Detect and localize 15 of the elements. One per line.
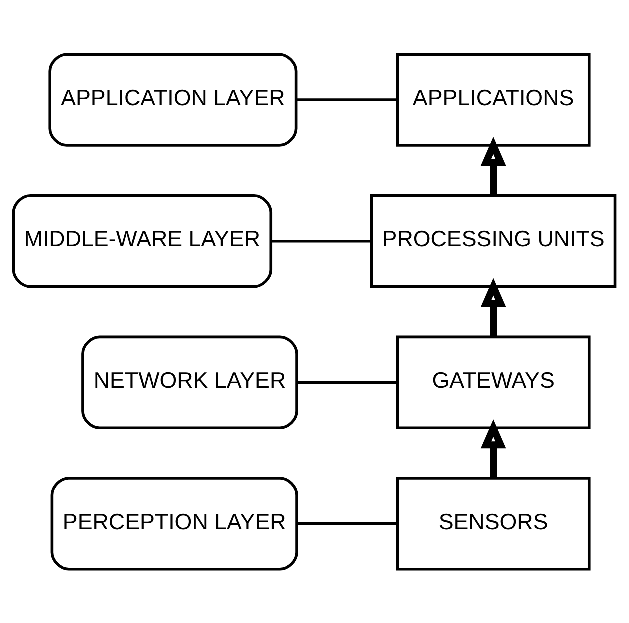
node-box: APPLICATION LAYER [48,52,298,146]
connector [271,239,372,242]
node-box: MIDDLE-WARE LAYER [12,194,273,288]
node-box: PROCESSING UNITS [370,194,617,288]
arrow [480,278,506,337]
arrow [480,419,506,478]
connector [296,98,398,101]
node-box: PERCEPTION LAYER [50,476,298,570]
connector [297,380,398,384]
arrow [480,136,506,196]
node-box: APPLICATIONS [396,52,591,146]
node-box: NETWORK LAYER [82,335,298,429]
node-box: GATEWAYS [396,335,591,429]
node-box: SENSORS [396,476,591,570]
connector [297,522,398,525]
